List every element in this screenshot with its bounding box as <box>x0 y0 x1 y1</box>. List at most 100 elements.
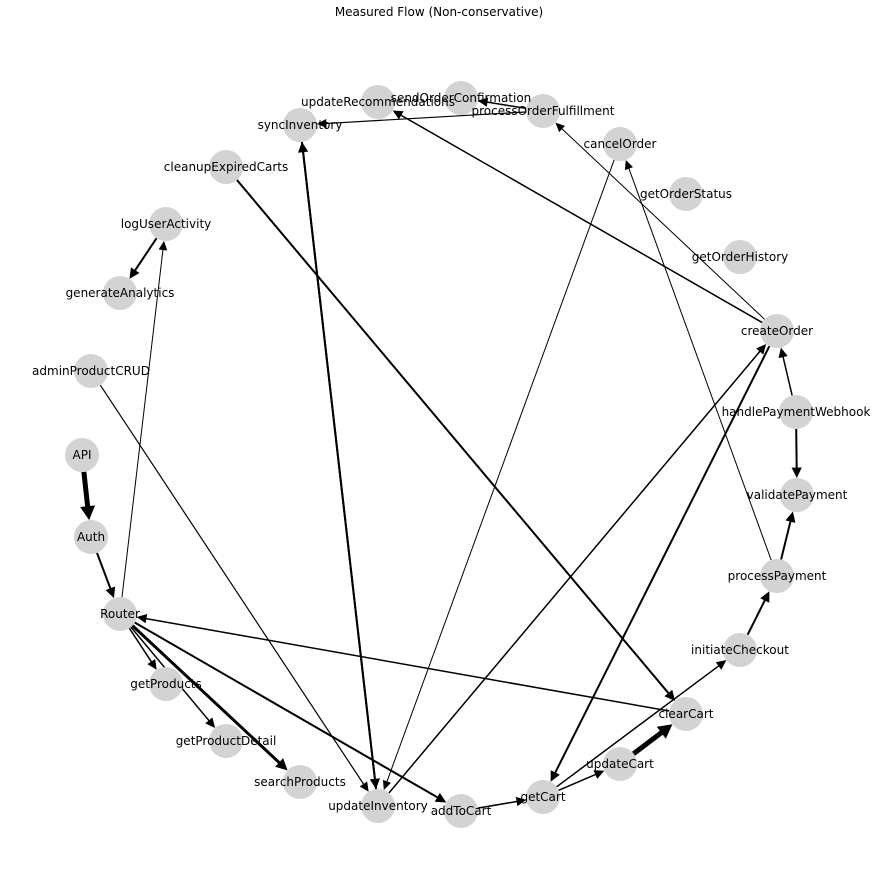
edge-line <box>553 345 771 774</box>
edge-logUserActivity-to-generateAnalytics <box>129 237 158 279</box>
edge-arrowhead <box>298 141 309 153</box>
node-cleanupExpiredCarts <box>209 150 243 184</box>
node-label-clearCart: clearCart <box>659 707 714 721</box>
edge-line <box>386 159 615 783</box>
edge-arrowhead <box>359 781 369 792</box>
edge-arrowhead <box>275 758 288 771</box>
node-cancelOrder <box>603 127 637 161</box>
edge-arrowhead <box>205 717 216 728</box>
edge-line <box>632 730 664 756</box>
edge-arrowhead <box>515 796 527 807</box>
edge-createOrder-to-getCart <box>550 345 771 782</box>
node-label-createOrder: createOrder <box>741 324 813 338</box>
node-API <box>65 438 99 472</box>
edge-line <box>81 471 91 508</box>
edge-createOrder-to-updateRecommendations <box>392 110 763 324</box>
edge-arrowhead <box>760 591 770 603</box>
node-label-processOrderFulfillment: processOrderFulfillment <box>471 104 614 118</box>
node-createOrder <box>760 314 794 348</box>
edge-arrowhead <box>550 770 560 782</box>
edges-layer <box>80 97 802 809</box>
node-label-processPayment: processPayment <box>728 569 827 583</box>
node-label-getOrderStatus: getOrderStatus <box>640 187 732 201</box>
node-label-updateInventory: updateInventory <box>328 799 428 813</box>
labels-layer: APIAuthRoutergetProductsgetProductDetail… <box>32 91 870 818</box>
edge-line <box>145 617 670 712</box>
edge-line <box>388 350 761 794</box>
node-searchProducts <box>283 765 317 799</box>
edge-arrowhead <box>136 614 148 624</box>
edge-arrowhead <box>756 344 767 355</box>
edge-line <box>131 624 281 765</box>
node-processPayment <box>760 559 794 593</box>
edge-line <box>628 167 772 561</box>
edge-line <box>96 552 112 590</box>
edge-arrowhead <box>382 779 392 791</box>
node-validatePayment <box>780 478 814 512</box>
edge-Router-to-getProducts <box>128 627 157 670</box>
edge-line <box>128 627 153 663</box>
edge-Router-to-searchProducts <box>131 624 288 771</box>
edge-processOrderFulfillment-to-sendOrderConfirmation <box>477 97 527 110</box>
node-updateRecommendations <box>361 85 395 119</box>
edge-arrowhead <box>105 586 116 599</box>
edge-arrowhead <box>664 689 676 701</box>
node-label-addToCart: addToCart <box>431 804 492 818</box>
node-logUserActivity <box>149 207 183 241</box>
edge-processOrderFulfillment-to-syncInventory <box>316 111 527 128</box>
nodes-layer <box>65 81 814 828</box>
edge-Auth-to-Router <box>96 552 116 599</box>
edge-line <box>561 127 765 320</box>
edge-handlePaymentWebhook-to-validatePayment <box>791 428 802 479</box>
edge-line <box>325 111 527 125</box>
edge-createOrder-to-processOrderFulfillment <box>555 122 765 320</box>
edge-arrowhead <box>147 659 157 670</box>
edge-addToCart-to-getCart <box>477 796 527 809</box>
edge-cleanupExpiredCarts-to-clearCart <box>236 179 676 701</box>
node-initiateCheckout <box>723 633 757 667</box>
edge-arrowhead <box>656 724 673 739</box>
edge-processPayment-to-cancelOrder <box>624 159 772 561</box>
node-label-cleanupExpiredCarts: cleanupExpiredCarts <box>164 160 288 174</box>
node-label-Router: Router <box>100 607 140 621</box>
edge-arrowhead <box>778 347 788 359</box>
node-label-getOrderHistory: getOrderHistory <box>692 250 789 264</box>
node-label-searchProducts: searchProducts <box>254 775 346 789</box>
node-Auth <box>74 520 108 554</box>
node-getOrderStatus <box>669 177 703 211</box>
node-label-updateCart: updateCart <box>586 757 654 771</box>
node-getProducts <box>149 667 183 701</box>
node-label-validatePayment: validatePayment <box>747 488 848 502</box>
edge-processPayment-to-validatePayment <box>780 511 796 560</box>
edge-updateCart-to-clearCart <box>632 724 673 756</box>
node-getCart <box>526 780 560 814</box>
edge-arrowhead <box>129 267 140 279</box>
edge-arrowhead <box>791 467 802 479</box>
node-sendOrderConfirmation <box>444 81 478 115</box>
edge-initiateCheckout-to-processPayment <box>746 591 770 636</box>
node-label-handlePaymentWebhook: handlePaymentWebhook <box>722 405 871 419</box>
edge-line <box>556 664 720 788</box>
edge-cancelOrder-to-updateInventory <box>382 159 615 791</box>
node-label-getCart: getCart <box>520 790 565 804</box>
node-getOrderHistory <box>723 240 757 274</box>
node-label-cancelOrder: cancelOrder <box>584 137 657 151</box>
edge-Router-to-addToCart <box>134 621 447 803</box>
edge-arrowhead <box>555 122 566 133</box>
node-syncInventory <box>283 108 317 142</box>
node-generateAnalytics <box>103 276 137 310</box>
node-label-generateAnalytics: generateAnalytics <box>66 286 175 300</box>
edge-arrowhead <box>624 159 633 171</box>
edge-arrowhead <box>785 511 796 523</box>
node-adminProductCRUD <box>74 354 108 388</box>
node-getProductDetail <box>209 724 243 758</box>
edge-line <box>558 773 597 791</box>
edge-line <box>133 237 158 272</box>
edge-line <box>302 151 378 790</box>
edge-clearCart-to-Router <box>136 614 670 712</box>
edge-arrowhead <box>158 240 168 251</box>
node-updateCart <box>603 747 637 781</box>
node-handlePaymentWebhook <box>779 395 813 429</box>
node-label-adminProductCRUD: adminProductCRUD <box>32 364 150 378</box>
